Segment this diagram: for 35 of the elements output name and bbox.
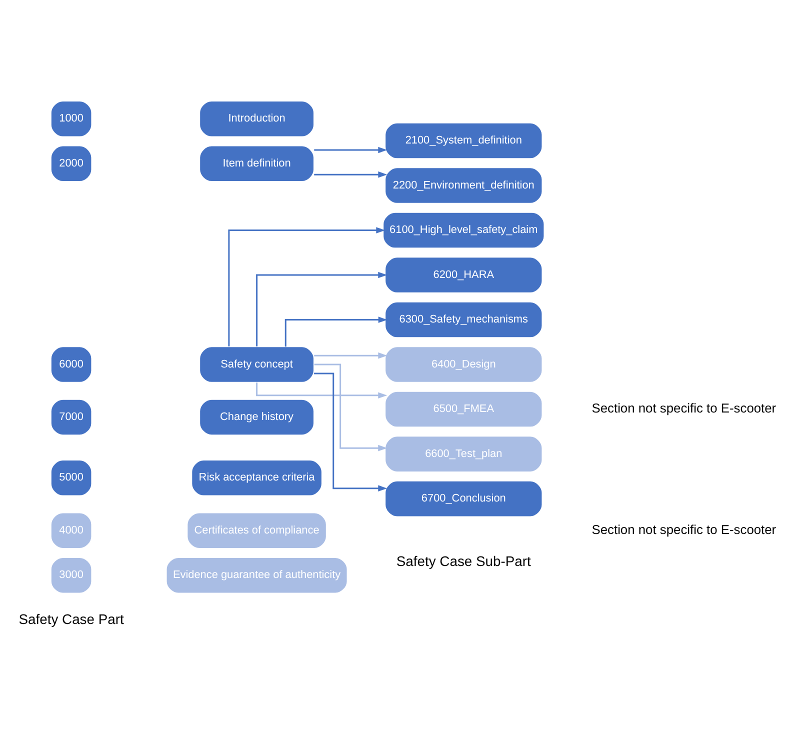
arrow bbox=[284, 316, 388, 346]
arrow bbox=[256, 271, 388, 346]
label: Section not specific to E-scooter bbox=[592, 400, 776, 416]
arrow bbox=[314, 352, 388, 358]
node-box: Evidence guarantee of authenticity bbox=[166, 556, 348, 594]
node-box: Safety concept bbox=[199, 346, 314, 382]
arrow bbox=[228, 226, 386, 346]
label: Safety Case Sub-Part bbox=[396, 552, 531, 569]
node-box: 6300_Safety_mechanisms bbox=[384, 300, 543, 338]
node-box: 6600_Test_plan bbox=[384, 435, 543, 472]
node-box: 2200_Environment_definition bbox=[384, 166, 543, 204]
node-box: 6000 bbox=[50, 346, 92, 382]
arrow bbox=[314, 363, 388, 451]
node-box: Introduction bbox=[199, 100, 314, 137]
node-box: Certificates of compliance bbox=[186, 512, 327, 549]
node-box: 4000 bbox=[50, 512, 92, 549]
node-box: 2000 bbox=[50, 144, 92, 182]
label: Section not specific to E-scooter bbox=[592, 521, 776, 536]
label: Safety Case Part bbox=[18, 610, 124, 626]
node-box: 1000 bbox=[50, 100, 92, 137]
node-box: Change history bbox=[199, 398, 314, 436]
arrow bbox=[314, 146, 388, 153]
node-box: 5000 bbox=[50, 459, 92, 496]
node-box: 6200_HARA bbox=[384, 256, 543, 293]
arrow bbox=[314, 372, 388, 491]
node-box: Risk acceptance criteria bbox=[191, 459, 322, 496]
arrow bbox=[314, 170, 388, 178]
node-box: 2100_System_definition bbox=[384, 122, 543, 159]
node-box: 3000 bbox=[50, 556, 92, 594]
node-box: 6700_Conclusion bbox=[384, 480, 543, 517]
node-box: 6500_FMEA bbox=[384, 390, 543, 428]
node-box: 7000 bbox=[50, 398, 92, 436]
node-box: 6400_Design bbox=[384, 346, 543, 382]
node-box: Item definition bbox=[199, 144, 314, 182]
node-box: 6100_High_level_safety_claim bbox=[382, 211, 545, 248]
